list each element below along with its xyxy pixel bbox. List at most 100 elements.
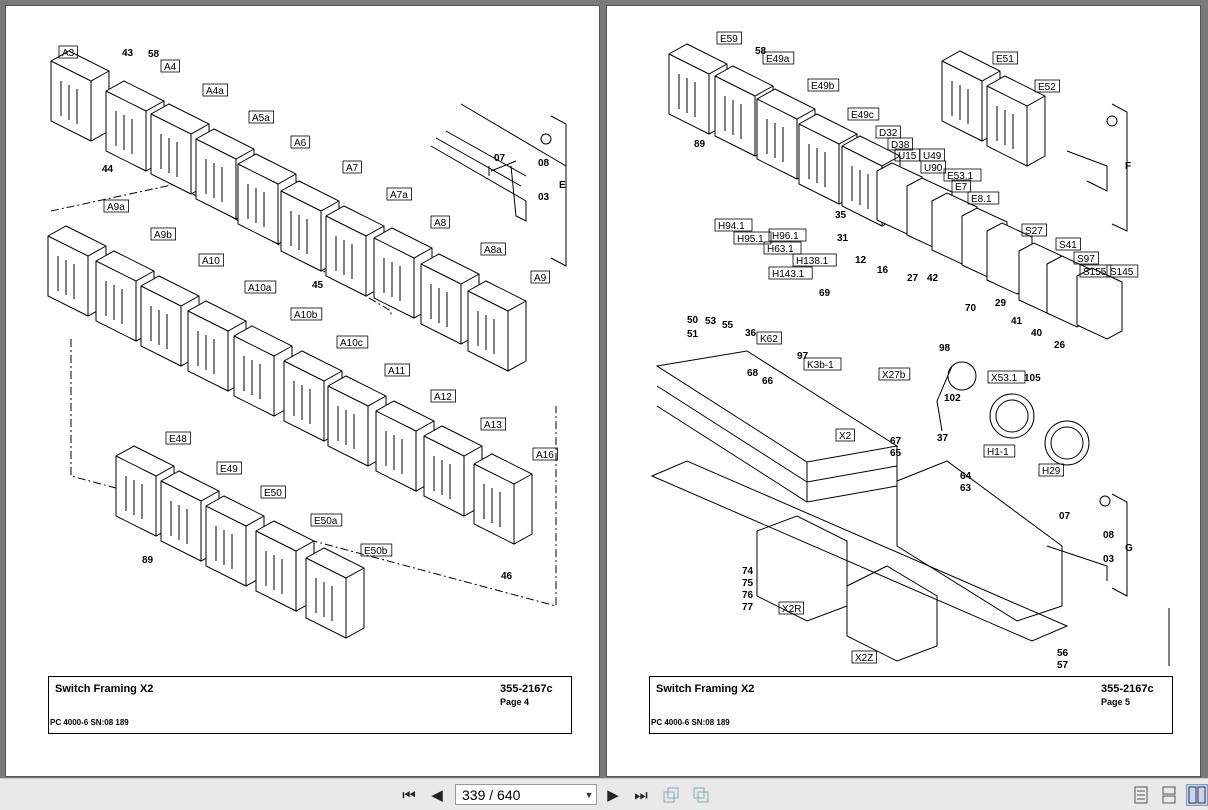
callout-number: 41 bbox=[1011, 316, 1023, 327]
first-page-button[interactable]: ⏮ bbox=[398, 784, 420, 806]
callout-label: A3 bbox=[62, 48, 75, 59]
callout-number: 44 bbox=[102, 164, 114, 175]
continuous-view-button[interactable] bbox=[1158, 784, 1180, 806]
callout-label: E49b bbox=[811, 81, 835, 92]
callout-number: 70 bbox=[965, 303, 977, 314]
callout-number: 58 bbox=[755, 46, 767, 57]
callout-label: X27b bbox=[882, 370, 906, 381]
callout-label: S145 bbox=[1110, 267, 1134, 278]
page-forward-button[interactable] bbox=[690, 784, 712, 806]
callout-label: S97 bbox=[1077, 254, 1095, 265]
callout-label: U15 bbox=[898, 151, 917, 162]
single-page-view-button[interactable] bbox=[1130, 784, 1152, 806]
continuous-page-icon bbox=[1162, 786, 1176, 804]
title-block-title: Switch Framing X2 bbox=[656, 683, 755, 695]
chevron-down-icon: ▼ bbox=[584, 789, 594, 800]
last-page-button[interactable]: ⏭ bbox=[630, 784, 652, 806]
callout-number: 66 bbox=[762, 376, 774, 387]
callout-label: A12 bbox=[434, 392, 452, 403]
title-block-left: Switch Framing X2 355-2167c Page 4 bbox=[48, 676, 572, 734]
callout-label: K3b-1 bbox=[807, 360, 834, 371]
callout-number: 29 bbox=[995, 298, 1007, 309]
callout-label: A10 bbox=[202, 256, 220, 267]
callout-number: 97 bbox=[797, 351, 809, 362]
parts-drawing-left: A3A4A4aA5aA6A7A7aA8A8aA9A9aA9bA10A10aA10… bbox=[47, 45, 567, 639]
title-block-code: 355-2167c bbox=[500, 683, 553, 695]
callout-number: 07 bbox=[1059, 511, 1071, 522]
callout-number: 65 bbox=[890, 448, 902, 459]
callout-label: A9b bbox=[154, 230, 172, 241]
callout-label: E53.1 bbox=[947, 171, 974, 182]
callout-label: A5a bbox=[252, 113, 270, 124]
group-letter: E bbox=[559, 180, 566, 191]
title-block-code: 355-2167c bbox=[1101, 683, 1154, 695]
two-page-icon bbox=[1188, 786, 1206, 804]
callout-number: 03 bbox=[1103, 554, 1115, 565]
title-block-page: Page 4 bbox=[500, 697, 530, 707]
page-forward-icon bbox=[693, 787, 709, 803]
callout-number: 63 bbox=[960, 483, 972, 494]
callout-label: D32 bbox=[879, 128, 898, 139]
callout-label: A10c bbox=[340, 338, 363, 349]
callout-number: 69 bbox=[819, 288, 831, 299]
callout-number: 12 bbox=[855, 255, 867, 266]
callout-label: E52 bbox=[1038, 82, 1056, 93]
page-indicator: 339 / 640 bbox=[462, 786, 521, 803]
callout-label: A13 bbox=[484, 420, 502, 431]
title-block-model: PC 4000-6 SN:08 189 bbox=[651, 718, 730, 727]
callout-label: X2R bbox=[782, 604, 801, 615]
two-page-view-button[interactable] bbox=[1186, 784, 1208, 806]
navigation-toolbar: ⏮ ◀ 339 / 640 ▼ ▶ ⏭ bbox=[0, 778, 1208, 810]
callout-label: D38 bbox=[891, 140, 910, 151]
page-number-select[interactable]: 339 / 640 ▼ bbox=[455, 784, 597, 805]
callout-number: 68 bbox=[747, 368, 759, 379]
previous-page-button[interactable]: ◀ bbox=[426, 784, 448, 806]
callout-number: 16 bbox=[877, 265, 889, 276]
title-block-model: PC 4000-6 SN:08 189 bbox=[50, 718, 129, 727]
callout-label: E8.1 bbox=[971, 194, 992, 205]
callout-number: 55 bbox=[722, 320, 734, 331]
callout-label: A4 bbox=[164, 62, 177, 73]
last-page-icon: ⏭ bbox=[634, 786, 648, 804]
callout-number: 08 bbox=[1103, 530, 1115, 541]
callout-label: E51 bbox=[996, 54, 1014, 65]
callout-number: 31 bbox=[837, 233, 849, 244]
next-page-button[interactable]: ▶ bbox=[602, 784, 624, 806]
callout-label: H29 bbox=[1042, 466, 1061, 477]
rotate-icon-button[interactable] bbox=[660, 784, 682, 806]
callout-number: 37 bbox=[937, 433, 949, 444]
callout-label: X53.1 bbox=[991, 373, 1018, 384]
callout-label: E50a bbox=[314, 516, 338, 527]
callout-label: E50 bbox=[264, 488, 282, 499]
callout-label: A4a bbox=[206, 86, 224, 97]
callout-label: E59 bbox=[720, 34, 738, 45]
callout-label: H63.1 bbox=[767, 244, 794, 255]
callout-number: 105 bbox=[1024, 373, 1041, 384]
callout-number: 58 bbox=[148, 49, 160, 60]
callout-number: 42 bbox=[927, 273, 939, 284]
callout-number: 98 bbox=[939, 343, 951, 354]
callout-number: 57 bbox=[1057, 660, 1069, 671]
callout-number: 03 bbox=[538, 192, 550, 203]
callout-label: E50b bbox=[364, 546, 388, 557]
callout-number: 26 bbox=[1054, 340, 1066, 351]
callout-label: E49c bbox=[851, 110, 874, 121]
callout-label: A8a bbox=[484, 245, 502, 256]
callout-number: 08 bbox=[538, 158, 550, 169]
callout-number: 64 bbox=[960, 471, 972, 482]
callout-number: 76 bbox=[742, 590, 754, 601]
callout-label: H94.1 bbox=[718, 221, 745, 232]
title-block-title: Switch Framing X2 bbox=[55, 683, 154, 695]
page-back-icon bbox=[663, 787, 679, 803]
callout-number: 89 bbox=[142, 555, 154, 566]
callout-label: E48 bbox=[169, 434, 187, 445]
callout-number: 45 bbox=[312, 280, 324, 291]
title-block-right: Switch Framing X2 355-2167c Page 5 bbox=[649, 676, 1173, 734]
callout-number: 102 bbox=[944, 393, 961, 404]
callout-label: A9a bbox=[107, 202, 125, 213]
single-page-icon bbox=[1134, 786, 1148, 804]
